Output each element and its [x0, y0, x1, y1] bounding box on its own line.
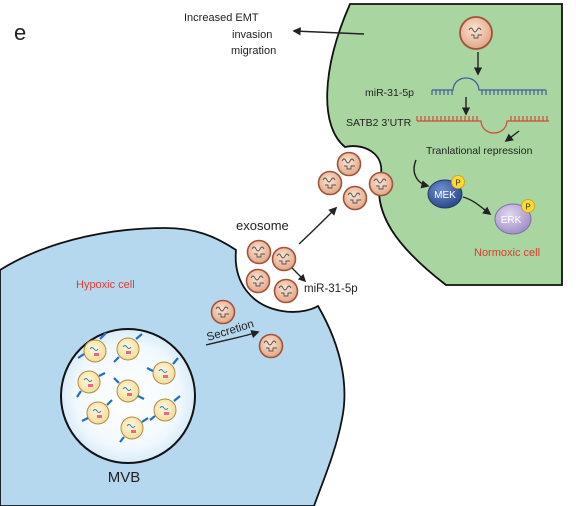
- exosome: [368, 171, 394, 197]
- arrow-outcome: [292, 27, 365, 36]
- mek-label: MEK: [434, 190, 456, 201]
- exosome: [271, 246, 297, 272]
- arrow-secretion: [205, 330, 260, 346]
- arrow-exosome-transfer: [298, 206, 338, 245]
- exosomes-budding: [245, 239, 299, 304]
- exosome: [336, 151, 362, 177]
- exosome: [317, 170, 343, 196]
- exosome: [246, 239, 272, 265]
- internalized-exosome: [459, 16, 493, 50]
- normoxic-cell-label: Normoxic cell: [474, 247, 540, 259]
- intraluminal-vesicle: [119, 416, 149, 443]
- exosome: [273, 278, 299, 304]
- erk-phospho: P: [521, 199, 535, 213]
- erk-protein: ERK: [494, 203, 532, 235]
- mvb-label: MVB: [108, 469, 141, 486]
- outcome-line-1: Increased EMT: [184, 12, 259, 24]
- exosome: [258, 333, 284, 359]
- arrow-mek-to-erk: [462, 196, 492, 216]
- panel-label: e: [14, 20, 26, 45]
- erk-phospho-label: P: [525, 203, 530, 212]
- intraluminal-vesicle: [113, 333, 143, 363]
- repression-label: Tranlational repression: [426, 145, 533, 157]
- arrow-to-mek: [413, 159, 430, 189]
- exosome: [210, 299, 236, 325]
- exosomes-uptake: [317, 151, 394, 211]
- mirna-label-bottom: miR-31-5p: [304, 283, 358, 295]
- mek-phospho-label: P: [455, 179, 460, 188]
- exosome-label: exosome: [236, 218, 289, 233]
- arrow-repression: [504, 130, 520, 143]
- arrow-mirna-pointer: [291, 267, 307, 283]
- intraluminal-vesicle: [77, 332, 107, 363]
- intraluminal-vesicle: [113, 377, 145, 403]
- outcome-line-3: migration: [231, 45, 276, 57]
- exosome: [342, 185, 368, 211]
- intraluminal-vesicle: [149, 395, 181, 422]
- intraluminal-vesicles: [76, 332, 181, 443]
- mirna-strand: [431, 77, 547, 95]
- erk-label: ERK: [501, 215, 522, 226]
- intraluminal-vesicle: [76, 370, 106, 398]
- intraluminal-vesicle: [146, 357, 179, 385]
- mirna-label-normoxic: miR-31-5p: [365, 87, 414, 99]
- intraluminal-vesicle: [81, 399, 113, 425]
- satb2-utr-strand: [416, 116, 549, 134]
- mek-phospho: P: [451, 175, 465, 189]
- exosome: [245, 268, 271, 294]
- hypoxic-cell-label: Hypoxic cell: [76, 279, 135, 291]
- outcome-line-2: invasion: [232, 29, 272, 41]
- utr-label: SATB2 3’UTR: [346, 117, 412, 129]
